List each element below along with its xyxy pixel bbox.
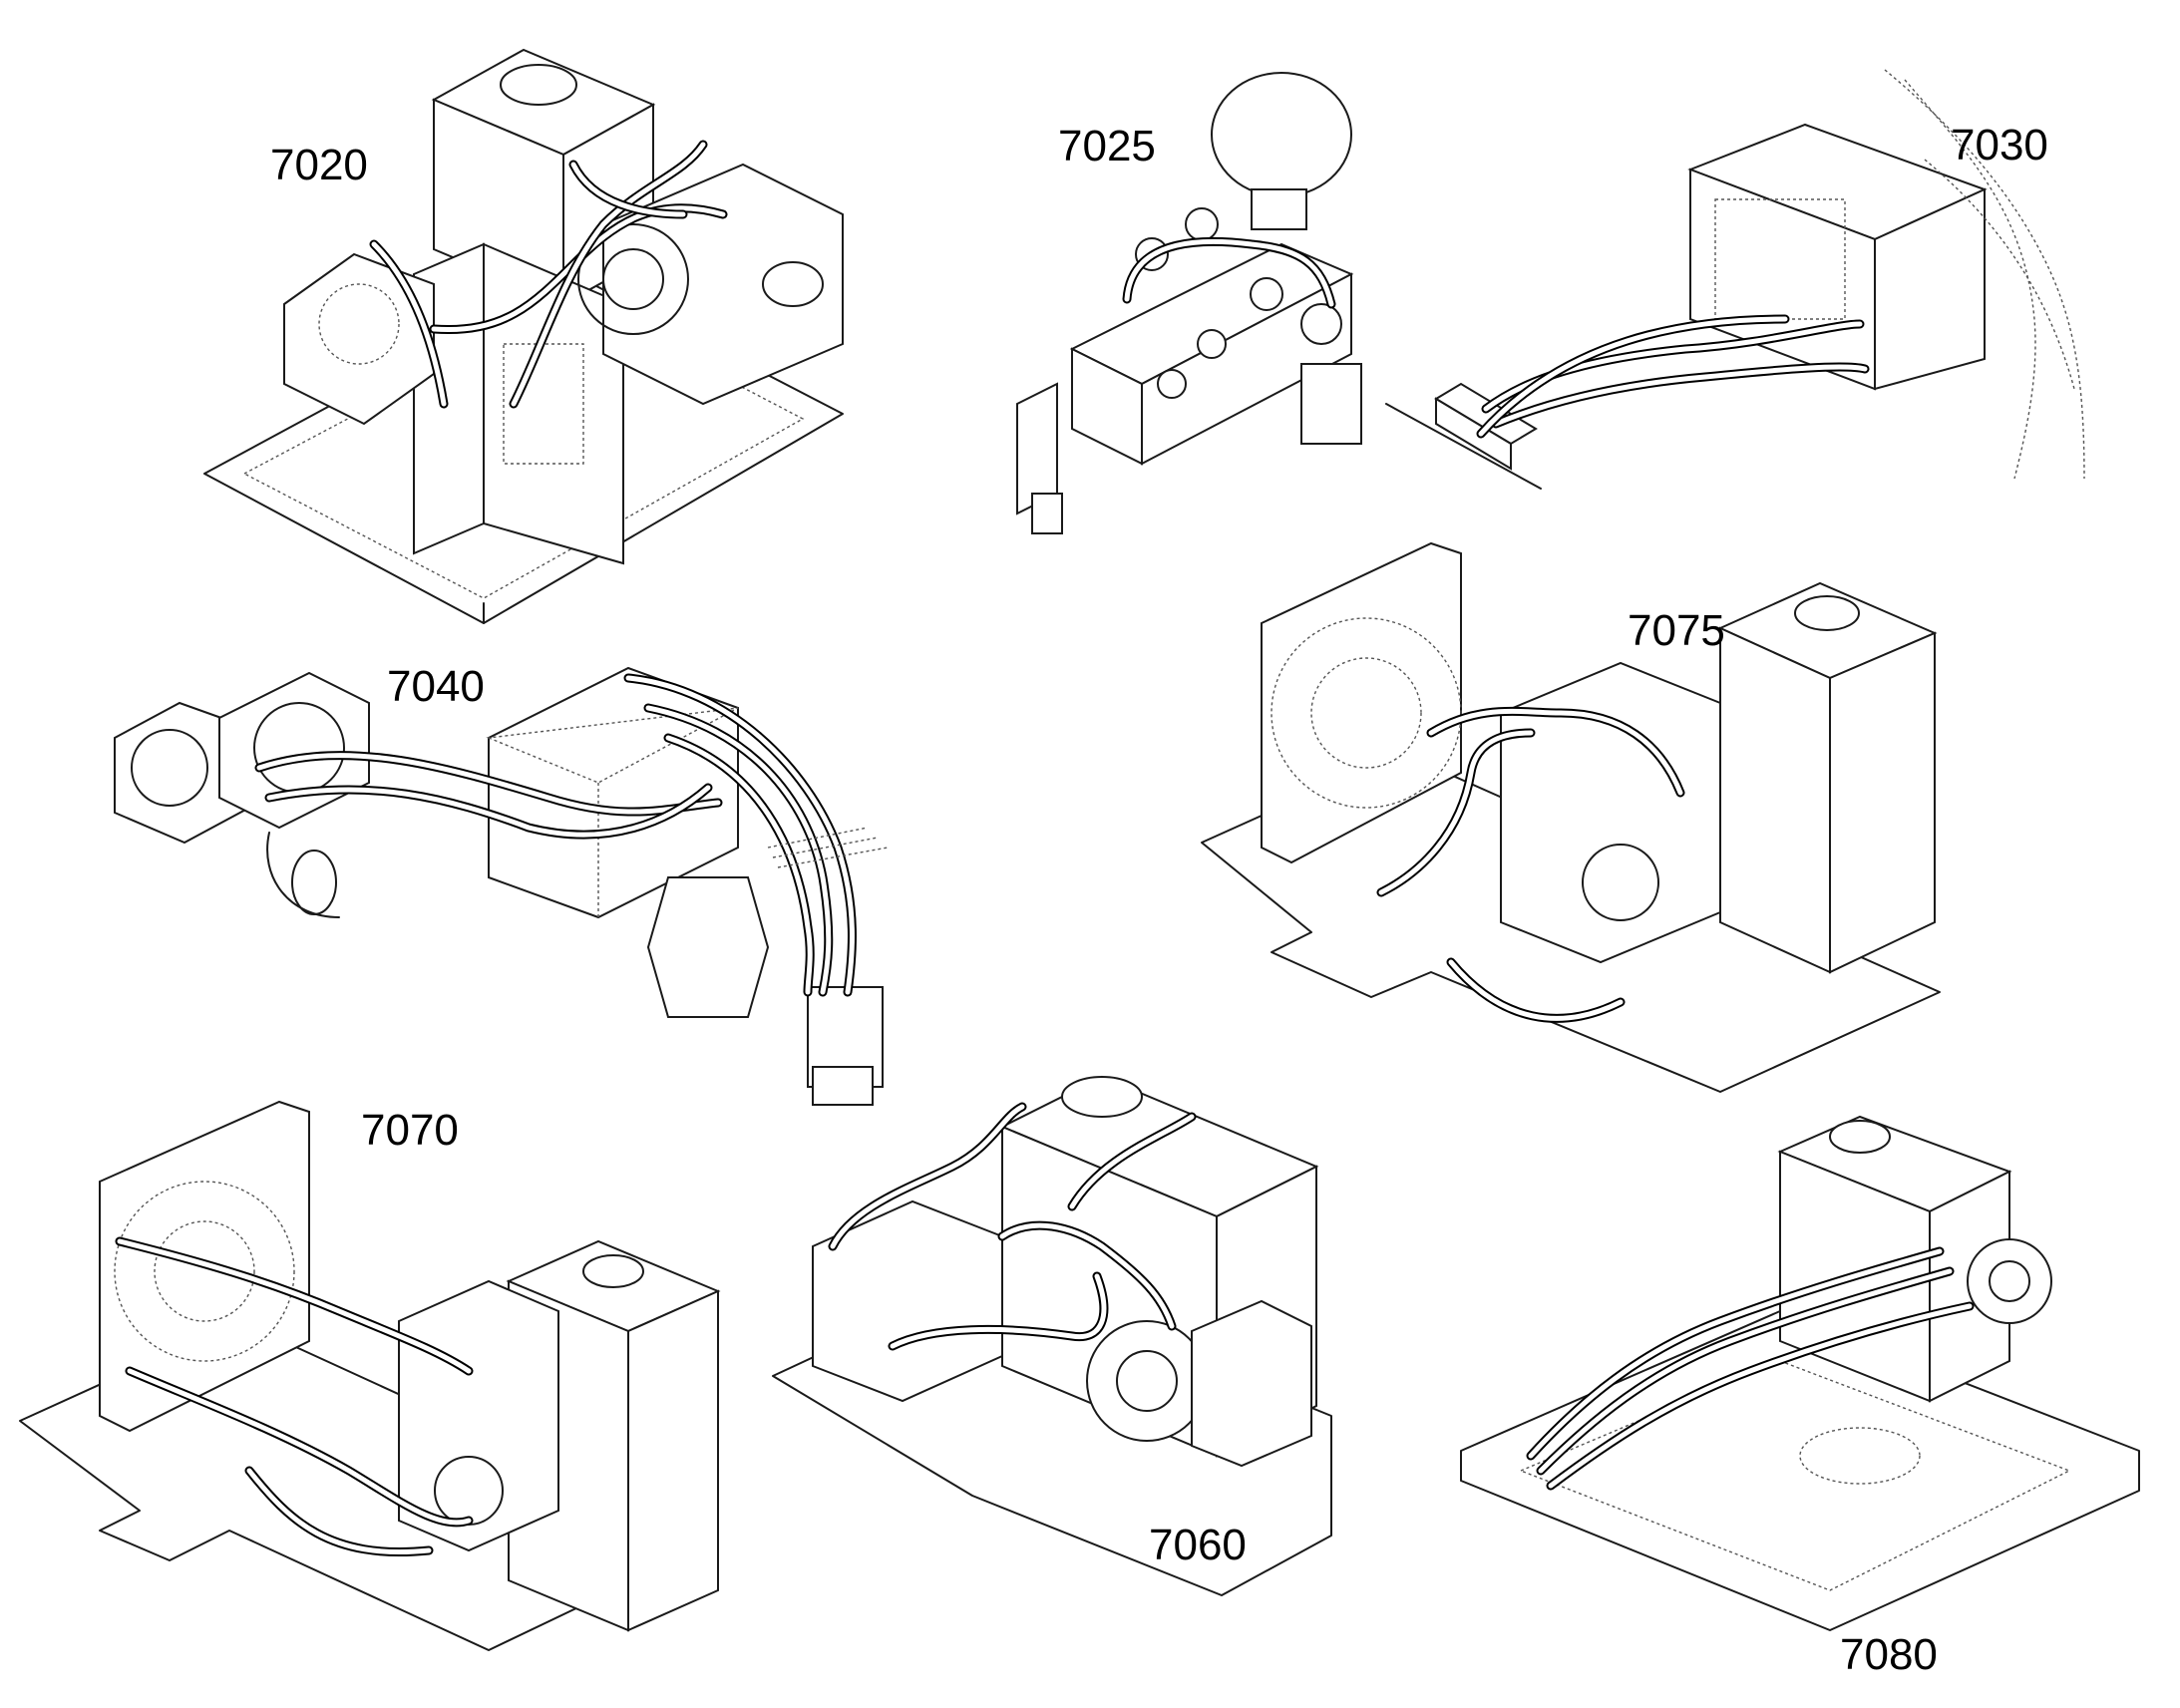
assembly-7040-illustration[interactable]: [110, 648, 937, 1107]
assembly-7060-illustration[interactable]: [772, 1037, 1336, 1596]
callout-7060[interactable]: 7060: [1149, 1521, 1247, 1569]
assembly-7080-illustration[interactable]: [1451, 1072, 2154, 1640]
callout-7075[interactable]: 7075: [1628, 606, 1725, 655]
assembly-7070-illustration[interactable]: [19, 1092, 728, 1660]
callout-7020[interactable]: 7020: [270, 141, 368, 189]
callout-7030[interactable]: 7030: [1951, 121, 2048, 170]
assembly-7030-illustration[interactable]: [1385, 60, 2104, 509]
assembly-7075-illustration[interactable]: [1201, 504, 1950, 1102]
callout-7080[interactable]: 7080: [1840, 1630, 1938, 1679]
assembly-7020-illustration[interactable]: [184, 45, 863, 643]
callout-7040[interactable]: 7040: [387, 662, 485, 711]
callout-7070[interactable]: 7070: [361, 1106, 459, 1155]
assembly-7025-illustration[interactable]: [1012, 65, 1391, 553]
callout-7025[interactable]: 7025: [1058, 122, 1156, 171]
